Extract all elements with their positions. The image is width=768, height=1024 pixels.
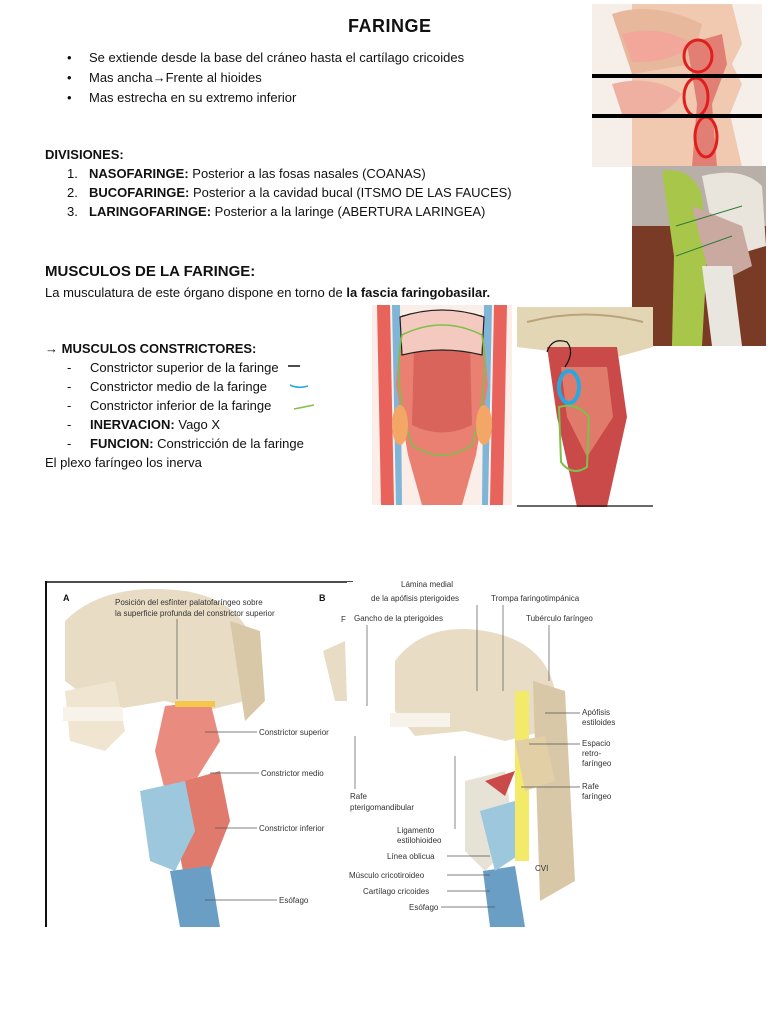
- label-estiloides: estiloides: [582, 718, 615, 727]
- label-estilohioideo: estilohioideo: [397, 836, 442, 845]
- panel-b-letter: B: [319, 593, 326, 603]
- lateral-section-image: [517, 307, 653, 507]
- lateral-pharynx-illustration: [632, 166, 766, 346]
- sagittal-head-image: [592, 4, 762, 167]
- label-cartilago-cricoides: Cartílago cricoides: [363, 887, 429, 896]
- label-trompa-faringotimpanica: Trompa faringotimpánica: [491, 594, 580, 603]
- divisiones-heading: DIVISIONES:: [45, 147, 124, 162]
- constrictor-item: Constrictor inferior de la faringe: [45, 396, 304, 415]
- inervacion-item: INERVACION: Vago X: [45, 415, 304, 434]
- label-pterigomandibular: pterigomandibular: [350, 803, 414, 812]
- division-item: 2.BUCOFARINGE: Posterior a la cavidad bu…: [67, 185, 512, 200]
- panel-a-caption-line1: Posición del esfínter palatofaríngeo sob…: [115, 598, 263, 607]
- label-esofago-b: Esófago: [409, 903, 439, 912]
- lateral-pharynx-image: [632, 166, 766, 346]
- label-tuberculo-faringeo: Tubérculo faríngeo: [526, 614, 593, 623]
- label-musculo-cricotiroideo: Músculo cricotiroideo: [349, 871, 425, 880]
- constrictores-list: Constrictor superior de la faringe Const…: [45, 358, 304, 453]
- label-constrictor-superior: Constrictor superior: [259, 728, 329, 737]
- lateral-section-illustration: [517, 307, 653, 507]
- sagittal-head-illustration: [592, 4, 762, 167]
- panel-a-illustration: [63, 589, 265, 927]
- constrictor-item: Constrictor medio de la faringe: [45, 377, 304, 396]
- label-espacio: Espacio: [582, 739, 611, 748]
- arrow-icon: →: [45, 341, 58, 356]
- panel-a-caption-line2: la superficie profunda del constrictor s…: [115, 609, 275, 618]
- panel-a-letter: A: [63, 593, 70, 603]
- bullet-item: Mas ancha→Frente al hioides: [45, 68, 464, 88]
- constrictor-item: Constrictor superior de la faringe: [45, 358, 304, 377]
- label-apofisis: Apófisis: [582, 708, 610, 717]
- intro-bullet-list: Se extiende desde la base del cráneo has…: [45, 48, 464, 108]
- constrictores-heading: → MUSCULOS CONSTRICTORES:: [45, 341, 257, 356]
- posterior-pharynx-image: [372, 305, 512, 505]
- plexo-text: El plexo faríngeo los inerva: [45, 455, 202, 470]
- musculos-heading: MUSCULOS DE LA FARINGE:: [45, 263, 256, 280]
- arrow-icon: →: [152, 70, 166, 85]
- label-esofago-a: Esófago: [279, 896, 309, 905]
- label-constrictor-inferior: Constrictor inferior: [259, 824, 325, 833]
- medio-mark: [289, 384, 309, 389]
- constrictor-anatomy-figure: A Posición del esfínter palatofaríngeo s…: [45, 581, 628, 927]
- label-gancho-pterigoides: Gancho de la pterigoides: [354, 614, 443, 623]
- label-retro: retro-: [582, 749, 601, 758]
- bullet-item: Mas estrecha en su extremo inferior: [45, 88, 464, 108]
- label-constrictor-medio: Constrictor medio: [261, 769, 324, 778]
- funcion-item: FUNCION: Constricción de la faringe: [45, 434, 304, 453]
- division-item: 3.LARINGOFARINGE: Posterior a la laringe…: [67, 204, 486, 219]
- musculos-paragraph: La musculatura de este órgano dispone en…: [45, 285, 491, 300]
- division-item: 1.NASOFARINGE: Posterior a las fosas nas…: [67, 166, 426, 181]
- label-lamina-medial: Lámina medial: [401, 581, 453, 589]
- label-apofisis-pterigoides: de la apófisis pterigoides: [371, 594, 459, 603]
- bullet-item: Se extiende desde la base del cráneo has…: [45, 48, 464, 68]
- panel-b-letter-f: F: [341, 615, 346, 624]
- page-title: FARINGE: [348, 16, 432, 36]
- label-rafe: Rafe: [350, 792, 367, 801]
- label-faringeo-espacio: faríngeo: [582, 759, 612, 768]
- label-rafe-faringeo: Rafe: [582, 782, 599, 791]
- label-cvi: CVI: [535, 864, 548, 873]
- constrictor-anatomy-illustration: A Posición del esfínter palatofaríngeo s…: [45, 581, 628, 927]
- label-linea-oblicua: Línea oblicua: [387, 852, 435, 861]
- label-faringeo-rafe: faríngeo: [582, 792, 612, 801]
- divisiones-list: 1.NASOFARINGE: Posterior a las fosas nas…: [45, 164, 512, 221]
- label-ligamento: Ligamento: [397, 826, 435, 835]
- posterior-pharynx-illustration: [372, 305, 512, 505]
- inferior-mark: [293, 404, 315, 410]
- constrictor-color-marks: [288, 365, 315, 410]
- panel-b-illustration: [323, 582, 575, 927]
